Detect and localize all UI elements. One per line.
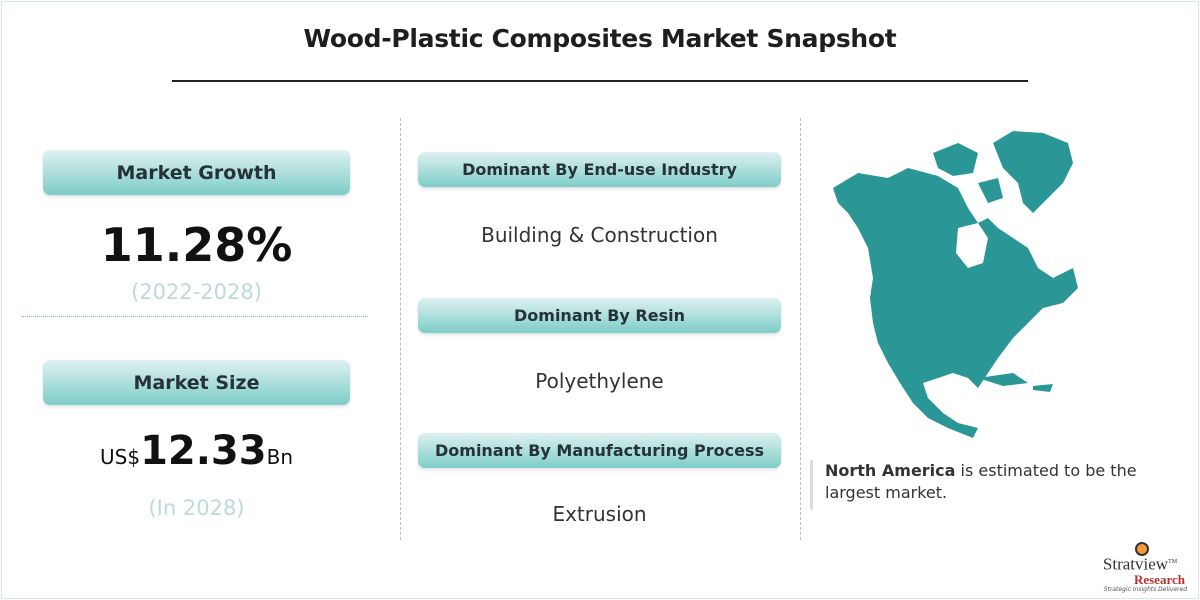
map-hudson-bay (956, 223, 988, 268)
region-text: is estimated to be the largest market. (825, 461, 1137, 502)
column-divider (800, 118, 801, 540)
market-size-prefix: US$ (100, 445, 141, 469)
market-growth-value: 11.28% (100, 218, 293, 272)
market-size-value: 12.33 (140, 428, 267, 474)
north-america-map (833, 131, 1078, 438)
market-growth-period: (2022-2028) (131, 280, 262, 304)
market-size-unit: Bn (266, 445, 293, 469)
logo-name: Stratview (1102, 554, 1169, 574)
end-use-label: Dominant By End-use Industry (418, 152, 781, 187)
resin-value: Polyethylene (535, 369, 664, 393)
map-arctic-islands (933, 143, 1003, 203)
title-divider (172, 80, 1028, 82)
region-note: North America is estimated to be the lar… (825, 460, 1165, 504)
magnifier-chart-icon (1085, 540, 1195, 556)
column-divider (400, 118, 401, 540)
map-caribbean (978, 373, 1053, 392)
page-title: Wood-Plastic Composites Market Snapshot (303, 24, 897, 53)
process-value: Extrusion (552, 502, 647, 526)
market-size-label: Market Size (43, 360, 350, 405)
market-growth-label: Market Growth (43, 150, 350, 195)
region-name: North America (825, 461, 956, 480)
note-accent-bar (810, 460, 813, 510)
map-mainland (833, 168, 1078, 438)
logo-sub: Research (1133, 571, 1185, 587)
logo-tagline: Strategic Insights Delivered (1103, 585, 1187, 593)
market-size-value-group: US$12.33Bn (43, 428, 350, 474)
stratview-logo: StratviewTM Research Strategic Insights … (1085, 540, 1195, 593)
resin-label: Dominant By Resin (418, 298, 781, 333)
map-greenland (993, 131, 1073, 213)
end-use-value: Building & Construction (481, 223, 718, 247)
logo-tm: TM (1168, 559, 1178, 565)
process-label: Dominant By Manufacturing Process (418, 433, 781, 468)
section-divider (22, 316, 368, 317)
market-size-period: (In 2028) (148, 496, 245, 520)
